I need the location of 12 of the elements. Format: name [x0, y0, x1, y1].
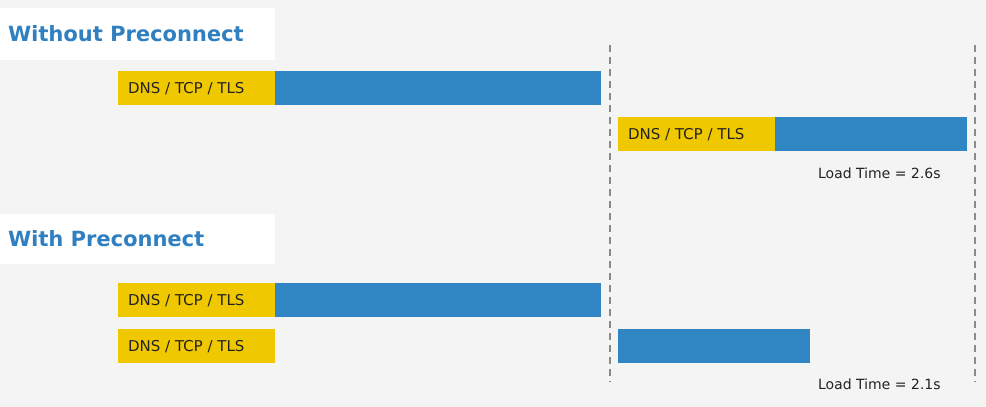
download-bar: [618, 329, 810, 363]
section-heading: Without Preconnect: [0, 8, 275, 60]
section-heading: With Preconnect: [0, 214, 275, 264]
connection-setup-segment: DNS / TCP / TLS: [118, 71, 275, 105]
load-time-note: Load Time = 2.1s: [818, 377, 940, 393]
connection-setup-segment: DNS / TCP / TLS: [118, 283, 275, 317]
download-bar: [275, 283, 601, 317]
download-bar: [775, 117, 967, 151]
connection-setup-segment: DNS / TCP / TLS: [118, 329, 275, 363]
load-time-note: Load Time = 2.6s: [818, 166, 940, 182]
download-bar: [275, 71, 601, 105]
connection-setup-segment: DNS / TCP / TLS: [618, 117, 775, 151]
